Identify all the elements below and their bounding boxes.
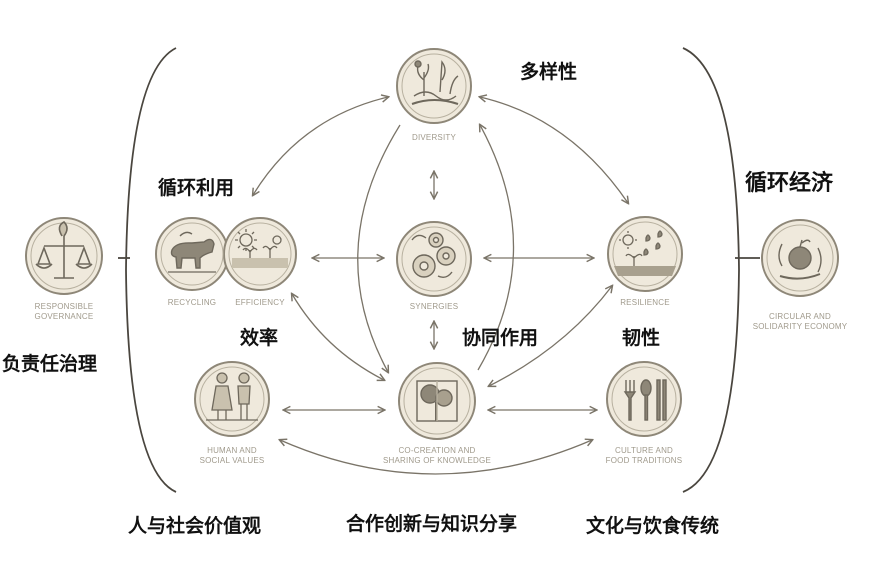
synergies-icon-ring (396, 221, 472, 297)
culture-icon-ring (606, 361, 682, 437)
efficiency-label-en: EFFICIENCY (235, 298, 285, 307)
resilience-label-zh: 韧性 (622, 327, 661, 349)
ox-icon (168, 231, 216, 273)
people-icon (206, 372, 258, 421)
efficiency-icon-ring (223, 217, 297, 291)
left-bracket (118, 47, 177, 493)
apple-hand-icon (778, 239, 822, 280)
arrow-diversity-cocreation-left (357, 124, 401, 372)
recycling-label-zh: 循环利用 (158, 177, 235, 199)
synergies-label-zh: 协同作用 (462, 327, 539, 349)
diversity-label-zh: 多样性 (520, 61, 578, 83)
tree-icon (416, 380, 458, 422)
synergies-label-en: SYNERGIES (409, 302, 459, 311)
efficiency-label-zh: 效率 (240, 327, 279, 349)
plants-icon (411, 60, 459, 105)
arrow-diversity-resilience (480, 97, 628, 203)
human-icon-ring (194, 361, 270, 437)
arrow-cocreation-diversity-right (477, 125, 515, 371)
right-bracket (682, 47, 760, 493)
arrow-human-culture (280, 440, 592, 475)
human-label-zh: 人与社会价值观 (128, 515, 262, 537)
culture-label-zh: 文化与饮食传统 (586, 515, 720, 537)
scales-icon (35, 221, 93, 279)
utensils-icon (623, 379, 667, 421)
arrow-cocreation-resilience (489, 286, 612, 386)
sun-sprouts-icon (232, 229, 288, 268)
gears-icon (411, 232, 456, 279)
diversity-icon-ring (396, 48, 472, 124)
sun-rain-icon (614, 230, 676, 276)
cocreation-label-zh: 合作创新与知识分享 (346, 513, 518, 535)
resilience-label-en: RESILIENCE (620, 298, 670, 307)
arrow-efficiency-cocreation (292, 294, 384, 380)
circular-label-zh: 循环经济 (745, 171, 834, 196)
arrow-diversity-recycling (253, 97, 388, 195)
governance-label-zh: 负责任治理 (2, 353, 98, 375)
diversity-label-en: DIVERSITY (411, 133, 457, 142)
recycling-label-en: RECYCLING (167, 298, 217, 307)
